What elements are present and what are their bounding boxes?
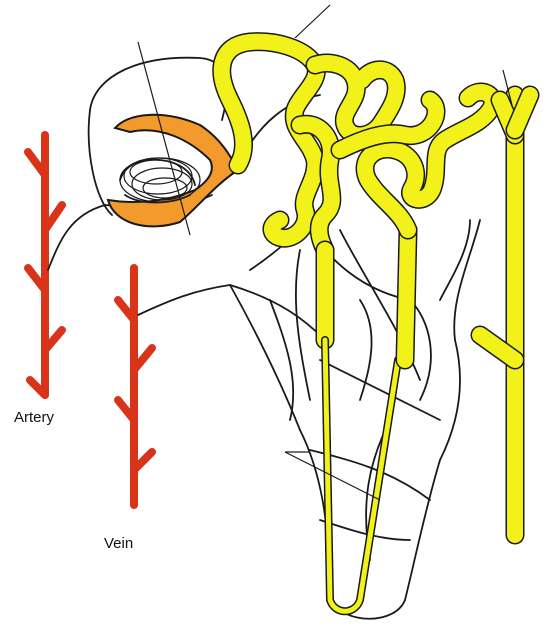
artery-label: Artery xyxy=(14,409,55,426)
loop-of-henle xyxy=(325,230,408,611)
collecting-duct xyxy=(480,95,530,535)
artery-vessel xyxy=(28,135,62,395)
distal-convoluted-tubule xyxy=(340,92,493,230)
glomerulus xyxy=(120,158,200,203)
vein-label: Vein xyxy=(104,535,133,552)
vein-vessel xyxy=(118,268,152,505)
